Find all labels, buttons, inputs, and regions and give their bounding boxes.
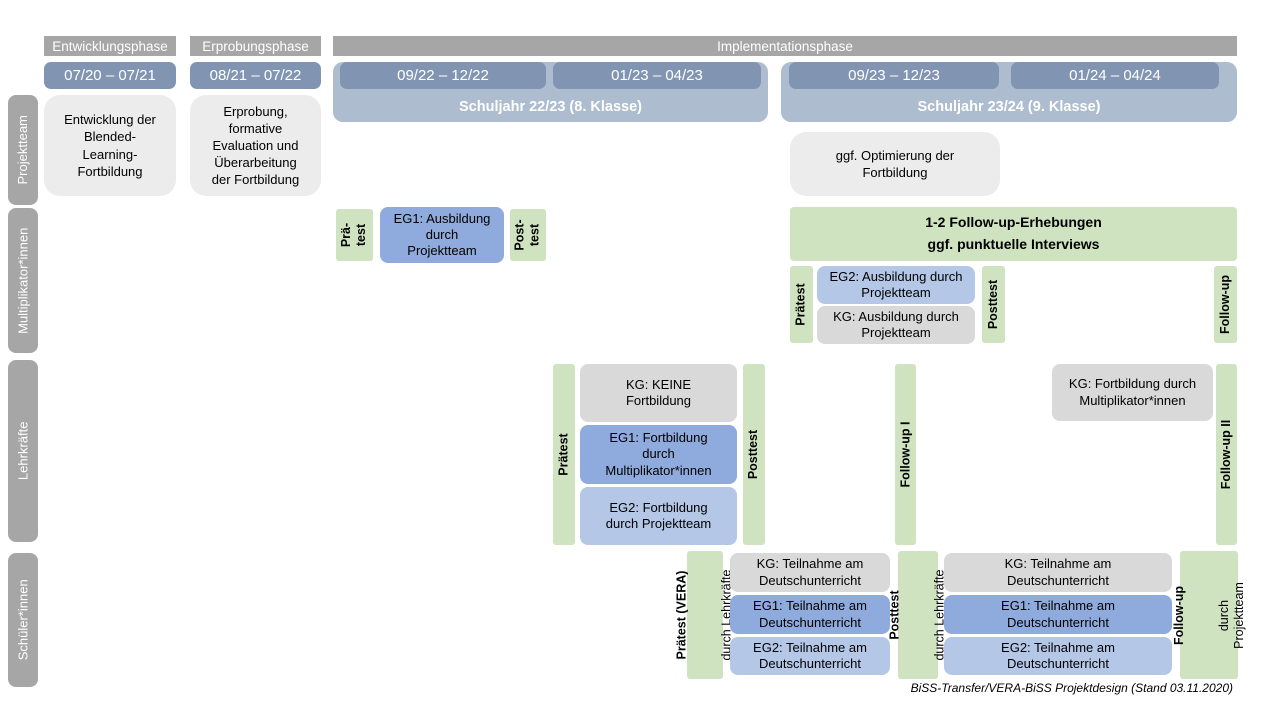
cell-kg-keine-fortbildung-text: KG: KEINE Fortbildung [625, 376, 692, 408]
posttest-bar-multiplikatoren-1: Post- test [510, 209, 546, 261]
schoolyear-label-23-24: Schuljahr 23/24 (9. Klasse) [917, 99, 1101, 115]
phase-bar-implementationsphase: Implementationsphase [333, 36, 1237, 56]
box-optimierung-fortbildung-text: ggf. Optimierung der Fortbildung [835, 147, 955, 180]
cell-eg2-teilnahme-2: EG2: Teilnahme am Deutschunterricht [944, 637, 1172, 675]
posttest-bar-multiplikatoren-2-text: Posttest [986, 279, 1001, 330]
cell-kg-teilnahme-1-text: KG: Teilnahme am Deutschunterricht [756, 556, 864, 588]
followup2-bar-lehrkraefte-text: Follow-up II [1219, 419, 1233, 490]
posttest-bar-multiplikatoren-2: Posttest [982, 266, 1005, 343]
cell-kg-keine-fortbildung: KG: KEINE Fortbildung [580, 364, 737, 422]
banner-followup-erhebungen: 1-2 Follow-up-Erhebungen ggf. punktuelle… [790, 207, 1237, 261]
praetest-bar-lehrkraefte-text: Prätest [556, 433, 571, 476]
cell-eg2-teilnahme-1: EG2: Teilnahme am Deutschunterricht [730, 637, 890, 675]
followup-bar-multiplikatoren: Follow-up [1214, 266, 1237, 343]
cell-eg2-fortbildung-projektteam: EG2: Fortbildung durch Projektteam [580, 487, 737, 545]
followup2-bar-lehrkraefte: Follow-up II [1216, 364, 1237, 545]
cell-eg1-fortbildung-multiplikatoren: EG1: Fortbildung durch Multiplikator*inn… [580, 425, 737, 484]
posttest-bar-multiplikatoren-1-text: Post- test [513, 219, 542, 251]
followup1-bar-lehrkraefte-text: Follow-up I [898, 421, 912, 488]
cell-kg-ausbildung-projektteam-text: KG: Ausbildung durch Projektteam [833, 308, 959, 340]
phase-bar-entwicklungsphase: Entwicklungsphase [44, 36, 176, 56]
schoolyear-label-22-23: Schuljahr 22/23 (8. Klasse) [459, 99, 642, 115]
cell-eg1-ausbildung-projektteam: EG1: Ausbildung durch Projektteam [380, 207, 504, 263]
row-label-multiplikatorinnen: Multiplikator*innen [8, 208, 38, 353]
slide-caption: BiSS-Transfer/VERA-BiSS Projektdesign (S… [910, 681, 1233, 695]
phase-label-entwicklungsphase: Entwicklungsphase [52, 38, 168, 54]
row-label-lehrkraefte-text: Lehrkräfte [15, 421, 31, 481]
cell-kg-teilnahme-2-text: KG: Teilnahme am Deutschunterricht [1004, 556, 1112, 588]
row-label-projektteam: Projektteam [8, 95, 38, 205]
date-bar-0124-0424: 01/24 – 04/24 [1011, 62, 1219, 89]
cell-kg-teilnahme-2: KG: Teilnahme am Deutschunterricht [944, 553, 1172, 592]
praetest-vera-bar-schueler: Prätest (VERA) durch Lehrkräfte [675, 551, 734, 679]
praetest-bar-lehrkraefte: Prätest [553, 364, 575, 545]
praetest-bar-multiplikatoren-2-text: Prätest [794, 283, 809, 326]
phase-label-implementationsphase: Implementationsphase [717, 38, 853, 54]
cell-eg1-teilnahme-2: EG1: Teilnahme am Deutschunterricht [944, 595, 1172, 634]
praetest-bar-multiplikatoren-1: Prä- test [336, 209, 373, 261]
box-erprobung-evaluation-text: Erprobung, formative Evaluation und Über… [211, 103, 300, 188]
cell-kg-fortbildung-multiplikatoren: KG: Fortbildung durch Multiplikator*inne… [1052, 364, 1213, 421]
date-bar-0923-1223: 09/23 – 12/23 [789, 62, 999, 89]
date-bar-0123-0423: 01/23 – 04/23 [553, 62, 761, 89]
praetest-bar-multiplikatoren-2: Prätest [790, 266, 813, 343]
cell-eg2-ausbildung-projektteam-text: EG2: Ausbildung durch Projektteam [829, 268, 963, 300]
date-bar-0922-1222: 09/22 – 12/22 [340, 62, 546, 89]
posttest-schueler-main: Posttest [888, 590, 902, 640]
cell-kg-teilnahme-1: KG: Teilnahme am Deutschunterricht [730, 553, 890, 592]
cell-eg1-ausbildung-projektteam-text: EG1: Ausbildung durch Projektteam [393, 210, 491, 259]
row-label-multiplikatorinnen-text: Multiplikator*innen [15, 227, 31, 334]
cell-eg1-teilnahme-1: EG1: Teilnahme am Deutschunterricht [730, 595, 890, 634]
praetest-vera-main: Prätest (VERA) [675, 570, 689, 660]
posttest-bar-lehrkraefte: Posttest [743, 364, 765, 545]
row-label-schuelerinnen: Schüler*innen [8, 553, 38, 687]
date-bar-0821-0722: 08/21 – 07/22 [190, 62, 321, 89]
followup1-bar-lehrkraefte: Follow-up I [895, 364, 916, 545]
followup-box-schueler-text: Follow-up durch Projektteam [1142, 582, 1277, 649]
row-label-schuelerinnen-text: Schüler*innen [15, 579, 31, 661]
box-optimierung-fortbildung: ggf. Optimierung der Fortbildung [790, 132, 1000, 196]
box-entwicklung-fortbildung-text: Entwicklung der Blended- Learning- Fortb… [64, 112, 156, 179]
cell-eg2-teilnahme-1-text: EG2: Teilnahme am Deutschunterricht [753, 639, 867, 671]
followup-bar-multiplikatoren-text: Follow-up [1218, 274, 1233, 335]
box-erprobung-evaluation: Erprobung, formative Evaluation und Über… [190, 95, 321, 196]
posttest-bar-schueler: Posttest durch Lehrkräfte [888, 551, 947, 679]
cell-kg-fortbildung-multiplikatoren-text: KG: Fortbildung durch Multiplikator*inne… [1068, 376, 1197, 408]
cell-eg1-fortbildung-multiplikatoren-text: EG1: Fortbildung durch Multiplikator*inn… [605, 430, 712, 478]
followup-box-schueler: Follow-up durch Projektteam [1172, 551, 1246, 679]
phase-label-erprobungsphase: Erprobungsphase [202, 38, 309, 54]
cell-eg2-ausbildung-projektteam: EG2: Ausbildung durch Projektteam [817, 266, 975, 304]
cell-eg1-teilnahme-1-text: EG1: Teilnahme am Deutschunterricht [753, 598, 867, 630]
cell-eg1-teilnahme-2-text: EG1: Teilnahme am Deutschunterricht [1001, 598, 1115, 630]
cell-kg-ausbildung-projektteam: KG: Ausbildung durch Projektteam [817, 306, 975, 344]
cell-eg2-fortbildung-projektteam-text: EG2: Fortbildung durch Projektteam [605, 499, 712, 531]
date-bar-0720-0721: 07/20 – 07/21 [44, 62, 176, 89]
phase-bar-erprobungsphase: Erprobungsphase [190, 36, 321, 56]
followup-schueler-sub: durch Projektteam [1216, 581, 1246, 649]
cell-eg2-teilnahme-2-text: EG2: Teilnahme am Deutschunterricht [1001, 639, 1115, 671]
row-label-projektteam-text: Projektteam [15, 115, 31, 185]
row-label-lehrkraefte: Lehrkräfte [8, 360, 38, 542]
followup-schueler-main: Follow-up [1171, 585, 1186, 645]
posttest-bar-lehrkraefte-text: Posttest [746, 429, 761, 480]
box-entwicklung-fortbildung: Entwicklung der Blended- Learning- Fortb… [44, 95, 176, 196]
banner-followup-erhebungen-text: 1-2 Follow-up-Erhebungen ggf. punktuelle… [925, 214, 1102, 252]
praetest-bar-multiplikatoren-1-text: Prä- test [339, 222, 369, 248]
